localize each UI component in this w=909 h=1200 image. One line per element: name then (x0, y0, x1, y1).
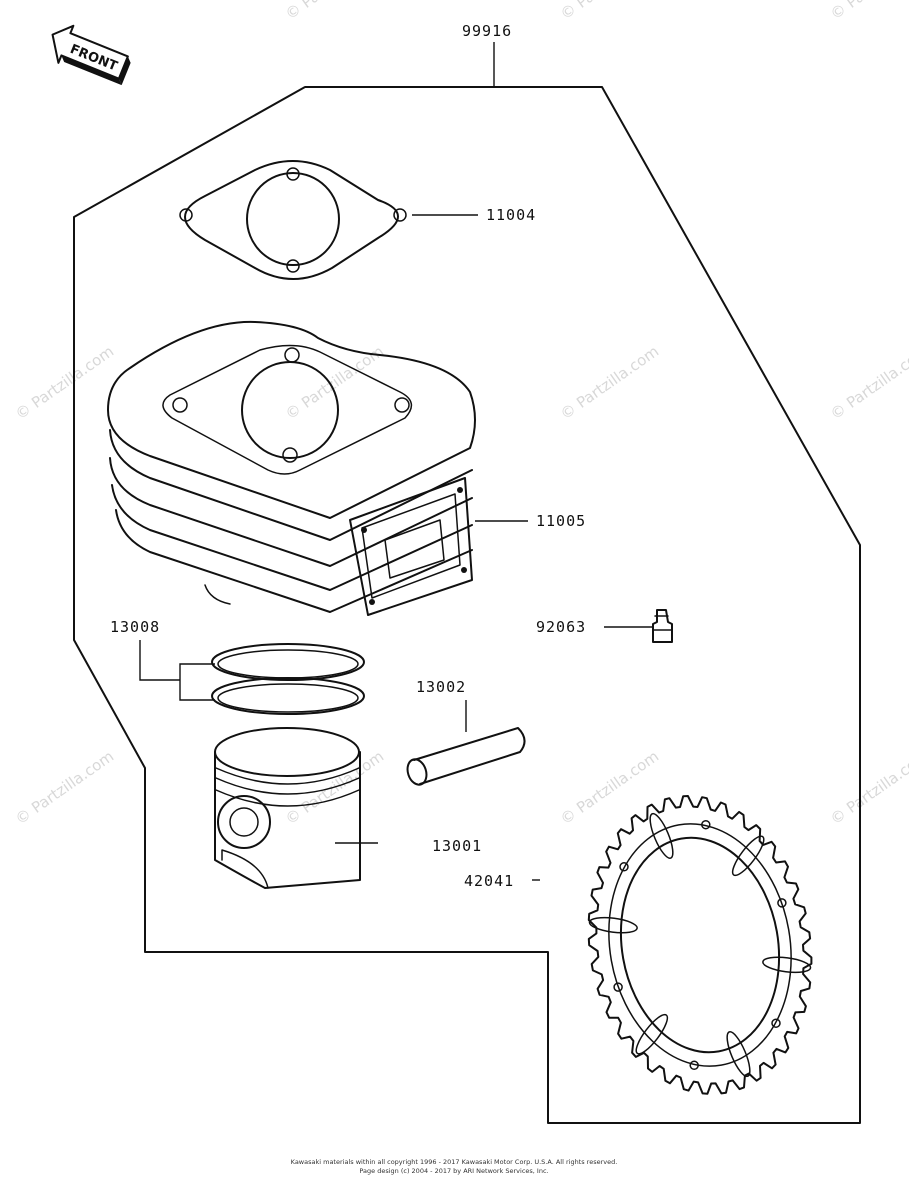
watermark-8: © Partzilla.com (827, 747, 909, 828)
sprocket-slot (649, 812, 674, 859)
part-number-92063[interactable]: 92063 (536, 618, 586, 636)
rear-sprocket[interactable] (587, 795, 813, 1095)
piston-pin[interactable] (404, 727, 526, 787)
watermark-3: © Partzilla.com (557, 342, 662, 423)
sprocket-slot (588, 916, 638, 934)
watermark-5: © Partzilla.com (12, 747, 117, 828)
front-arrow-icon: FRONT (51, 24, 131, 86)
watermark-9: © Partzilla.com (282, 0, 387, 23)
kit-outline (73, 42, 861, 1124)
sprocket-bolt-hole (619, 862, 629, 872)
sprocket-bolt-hole (701, 819, 711, 830)
footer-copyright: Kawasaki materials within all copyright … (291, 1158, 618, 1166)
head-gasket[interactable] (179, 160, 407, 280)
piston[interactable] (214, 727, 361, 889)
sprocket-slot (635, 1013, 669, 1055)
watermarks: © Partzilla.com © Partzilla.com © Partzi… (12, 0, 909, 828)
watermark-1: © Partzilla.com (12, 342, 117, 423)
sprocket-slot (726, 1031, 751, 1078)
nipple[interactable] (652, 609, 673, 643)
part-number-99916[interactable]: 99916 (462, 22, 512, 40)
watermark-4: © Partzilla.com (827, 342, 909, 423)
watermark-11: © Partzilla.com (827, 0, 909, 23)
part-number-11004[interactable]: 11004 (486, 206, 536, 224)
sprocket-bolt-hole (613, 982, 623, 992)
sprocket-bolt-hole (689, 1060, 699, 1071)
part-number-42041[interactable]: 42041 (464, 872, 514, 890)
watermark-10: © Partzilla.com (557, 0, 662, 23)
part-number-13008[interactable]: 13008 (110, 618, 160, 636)
part-number-13001[interactable]: 13001 (432, 837, 482, 855)
part-number-11005[interactable]: 11005 (536, 512, 586, 530)
footer-page-design: Page design (c) 2004 - 2017 by ARI Netwo… (359, 1167, 548, 1175)
sprocket-slot (731, 835, 765, 877)
part-number-13002[interactable]: 13002 (416, 678, 466, 696)
sprocket-slot (762, 956, 812, 974)
sprocket-bolt-hole (777, 898, 787, 908)
piston-rings[interactable] (211, 643, 365, 715)
sprocket-bolt-hole (771, 1018, 781, 1028)
cylinder[interactable] (107, 320, 476, 616)
